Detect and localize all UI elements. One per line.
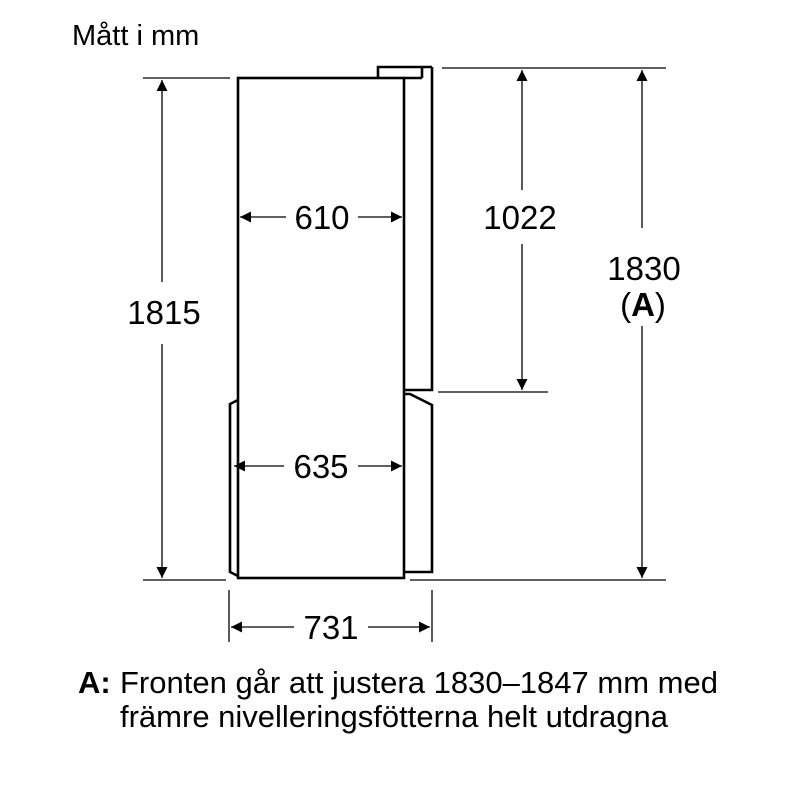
dim-width-total: 731 bbox=[303, 609, 358, 646]
dim-width-upper: 610 bbox=[294, 199, 349, 236]
footnote-text: Fronten går att justera 1830–1847 mm med… bbox=[120, 665, 718, 734]
footnote-ref-A: A bbox=[631, 286, 655, 323]
dim-height-total: 1830 bbox=[607, 250, 680, 287]
dim-height-total-ref: (A) bbox=[620, 286, 666, 323]
units-title: Mått i mm bbox=[72, 20, 200, 52]
appliance-outline bbox=[228, 65, 434, 580]
rear-bulge bbox=[228, 398, 239, 578]
extension-lines bbox=[143, 67, 666, 642]
dim-height-upper-door: 1022 bbox=[483, 199, 556, 236]
dim-width-lower: 635 bbox=[293, 448, 348, 485]
dimension-lines bbox=[156, 70, 648, 633]
lower-door bbox=[404, 392, 434, 574]
footnote-key: A: bbox=[78, 665, 111, 700]
dim-height-body: 1815 bbox=[127, 294, 200, 331]
top-hinge-cap bbox=[376, 65, 432, 78]
cabinet-body bbox=[236, 76, 406, 580]
